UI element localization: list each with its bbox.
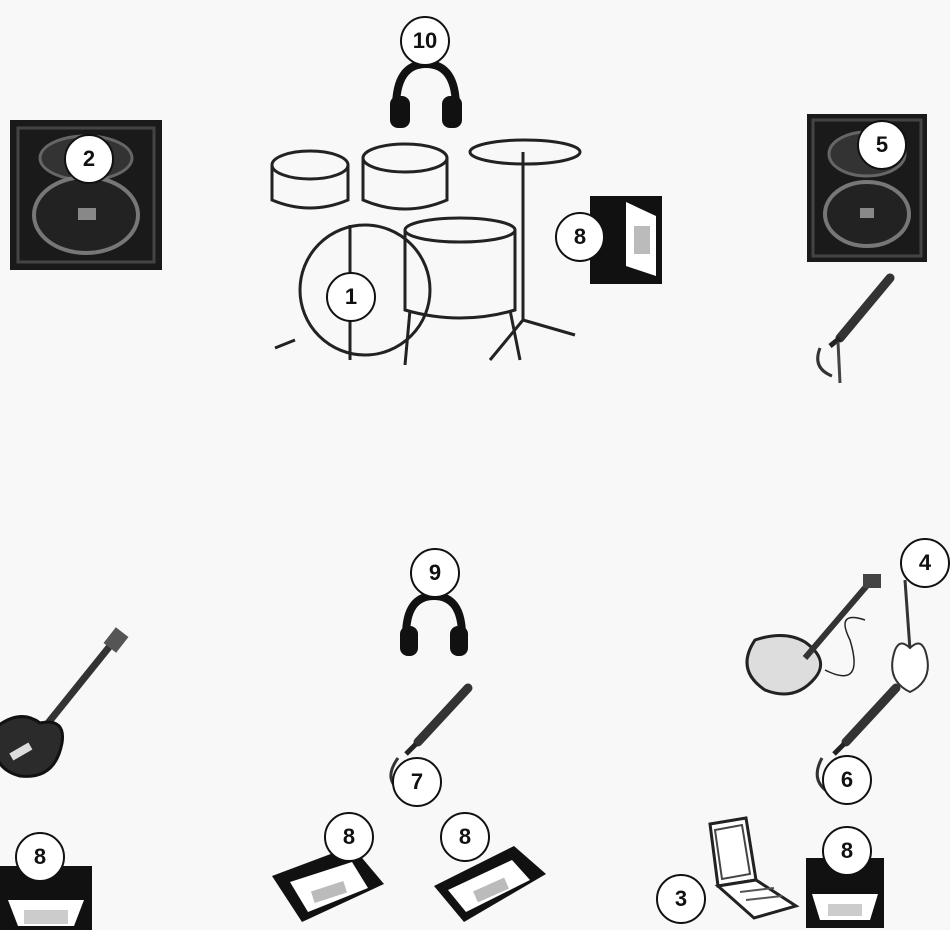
floor-monitor-icon — [272, 846, 384, 922]
label-monitor-center-left: 8 — [324, 812, 374, 862]
label-laptop: 3 — [656, 874, 706, 924]
label-left-speaker: 2 — [64, 134, 114, 184]
label-right-speaker: 5 — [857, 120, 907, 170]
label-headphones-drums: 10 — [400, 16, 450, 66]
label-monitor-drums: 8 — [555, 212, 605, 262]
drum-kit-icon — [265, 130, 595, 390]
headphones-icon — [396, 590, 472, 658]
label-guitars: 4 — [900, 538, 950, 588]
label-monitor-right: 8 — [822, 826, 872, 876]
label-headphones-center: 9 — [410, 548, 460, 598]
label-monitor-left: 8 — [15, 832, 65, 882]
label-drum-kit: 1 — [326, 272, 376, 322]
label-monitor-center-right: 8 — [440, 812, 490, 862]
laptop-icon — [690, 818, 800, 928]
microphone-icon — [810, 268, 905, 388]
bass-guitar-icon — [0, 628, 130, 778]
label-mic-center: 7 — [392, 757, 442, 807]
headphones-icon — [386, 58, 466, 130]
label-mic-right: 6 — [822, 755, 872, 805]
